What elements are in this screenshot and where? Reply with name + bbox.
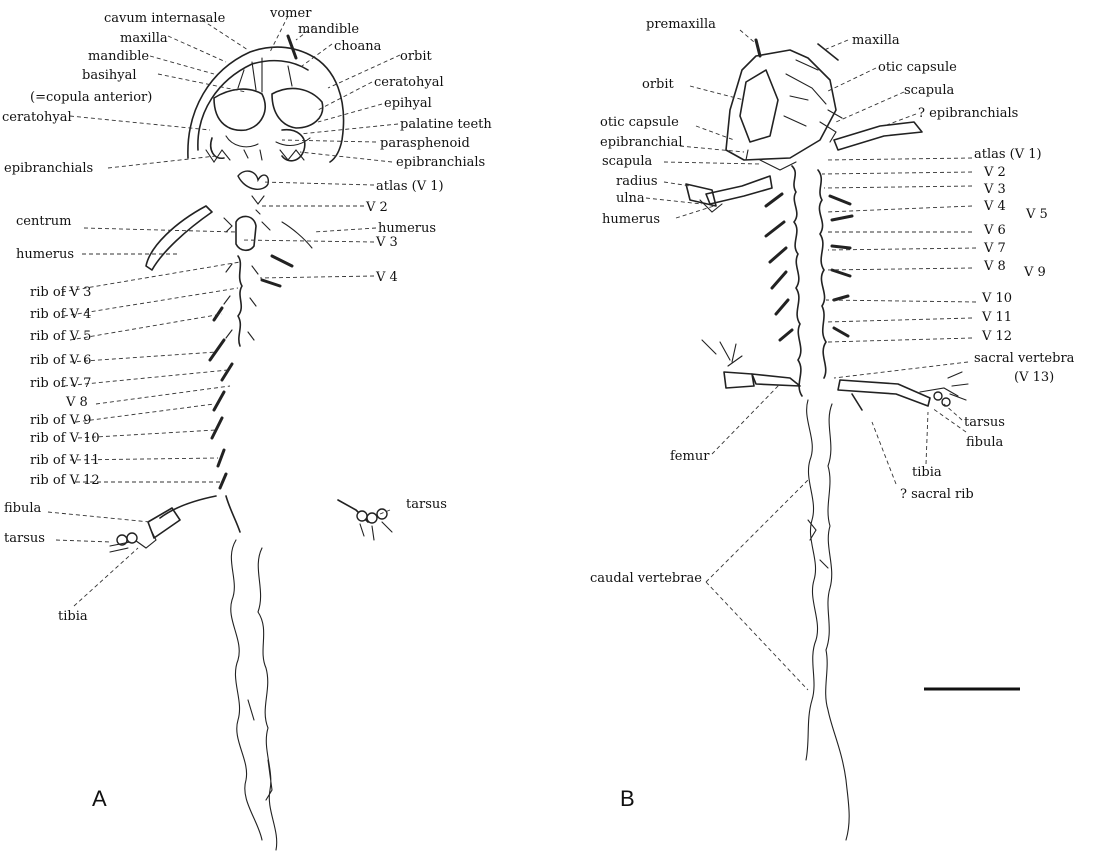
label-b-v8: V 8 (983, 259, 1006, 274)
atlas-a-drawing (238, 171, 268, 189)
label-a-cavum-internasale: cavum internasale (104, 11, 226, 26)
label-b-caudal-vertebrae: caudal vertebrae (590, 571, 702, 586)
label-a-rib-v11: rib of V 11 (30, 453, 100, 468)
label-b-v11: V 11 (981, 310, 1012, 325)
label-a-rib-v12: rib of V 12 (30, 473, 100, 488)
panel-b: premaxilla maxilla orbit otic capsule sc… (590, 17, 1075, 840)
skull-a-drawing (188, 36, 344, 162)
label-b-v13: (V 13) (1014, 370, 1054, 385)
label-a-centrum: centrum (16, 214, 72, 229)
labels-a: cavum internasale vomer mandible maxilla… (2, 6, 492, 624)
column-b-drawing (766, 166, 852, 396)
label-a-tarsus-right: tarsus (406, 497, 447, 512)
label-a-epibranchials-right: epibranchials (396, 155, 485, 170)
label-a-epibranchials-left: epibranchials (4, 161, 93, 176)
label-b-v10: V 10 (981, 291, 1012, 306)
label-b-v4: V 4 (983, 199, 1006, 214)
hindlimbs-b-drawing (702, 340, 968, 410)
label-b-otic-capsule-right: otic capsule (878, 60, 957, 75)
label-a-rib-v10: rib of V 10 (30, 431, 100, 446)
label-b-sacral-rib: ? sacral rib (900, 487, 974, 502)
label-b-v12: V 12 (981, 329, 1012, 344)
label-a-vomer: vomer (269, 6, 312, 21)
label-b-otic-capsule-left: otic capsule (600, 115, 679, 130)
label-a-humerus-left: humerus (16, 247, 74, 262)
label-b-v3: V 3 (983, 182, 1006, 197)
label-b-tarsus: tarsus (964, 415, 1005, 430)
label-b-humerus: humerus (602, 212, 660, 227)
label-a-v8: V 8 (65, 395, 88, 410)
label-a-rib-v7: rib of V 7 (30, 376, 91, 391)
label-a-choana: choana (334, 39, 382, 54)
label-a-rib-v4: rib of V 4 (30, 307, 91, 322)
label-a-tarsus-left: tarsus (4, 531, 45, 546)
label-b-v9: V 9 (1023, 265, 1046, 280)
label-b-atlas: atlas (V 1) (974, 147, 1042, 162)
label-b-v5: V 5 (1025, 207, 1048, 222)
label-b-premaxilla: premaxilla (646, 17, 716, 32)
label-b-v6: V 6 (983, 223, 1006, 238)
label-b-epibranchial: epibranchial (600, 135, 683, 150)
label-b-femur: femur (670, 449, 710, 464)
tail-a-drawing (231, 540, 277, 850)
label-a-tibia: tibia (58, 609, 88, 624)
label-a-parasphenoid: parasphenoid (380, 136, 470, 151)
label-a-v3: V 3 (375, 235, 398, 250)
label-a-fibula: fibula (4, 501, 42, 516)
label-a-ceratohyal-left: ceratohyal (2, 110, 72, 125)
label-b-sacral-vertebra: sacral vertebra (974, 351, 1075, 366)
label-a-orbit: orbit (400, 49, 433, 64)
label-b-maxilla: maxilla (852, 33, 900, 48)
label-b-v2: V 2 (983, 165, 1006, 180)
column-a-drawing (210, 216, 292, 488)
label-a-v2: V 2 (365, 200, 388, 215)
label-b-epibranchials: ? epibranchials (918, 106, 1018, 121)
label-a-mandible-left: mandible (88, 49, 149, 64)
label-b-fibula: fibula (966, 435, 1004, 450)
label-a-epihyal: epihyal (384, 96, 432, 111)
forelimb-b-drawing (686, 122, 922, 212)
label-b-radius: radius (616, 174, 658, 189)
label-b-orbit: orbit (642, 77, 675, 92)
panel-b-letter: B (620, 786, 635, 811)
label-a-maxilla: maxilla (120, 31, 168, 46)
humerus-left-a-drawing (146, 206, 212, 270)
labels-b: premaxilla maxilla orbit otic capsule sc… (590, 17, 1075, 586)
label-b-ulna: ulna (616, 191, 645, 206)
label-b-scapula-left: scapula (602, 154, 653, 169)
label-a-rib-v3: rib of V 3 (30, 285, 91, 300)
leaders-b (646, 30, 976, 690)
label-b-v7: V 7 (983, 241, 1006, 256)
panel-a: cavum internasale vomer mandible maxilla… (2, 6, 492, 850)
label-a-rib-v5: rib of V 5 (30, 329, 91, 344)
label-a-rib-v9: rib of V 9 (30, 413, 91, 428)
label-a-ceratohyal-right: ceratohyal (374, 75, 444, 90)
label-a-copula: (=copula anterior) (30, 90, 152, 105)
label-a-mandible-right: mandible (298, 22, 359, 37)
label-a-v4: V 4 (375, 270, 398, 285)
humerus-right-a-drawing (282, 222, 312, 248)
panel-a-letter: A (92, 786, 107, 811)
label-a-humerus-right: humerus (378, 221, 436, 236)
label-a-basihyal: basihyal (82, 68, 137, 83)
label-a-rib-v6: rib of V 6 (30, 353, 91, 368)
skull-b-drawing (726, 40, 842, 170)
hindlimbs-a-drawing (110, 496, 392, 552)
label-a-palatine-teeth: palatine teeth (400, 117, 492, 132)
tail-b-drawing (806, 400, 849, 840)
label-b-scapula-right: scapula (904, 83, 955, 98)
label-b-tibia: tibia (912, 465, 942, 480)
label-a-atlas: atlas (V 1) (376, 179, 444, 194)
v2-a-drawing (252, 196, 264, 214)
